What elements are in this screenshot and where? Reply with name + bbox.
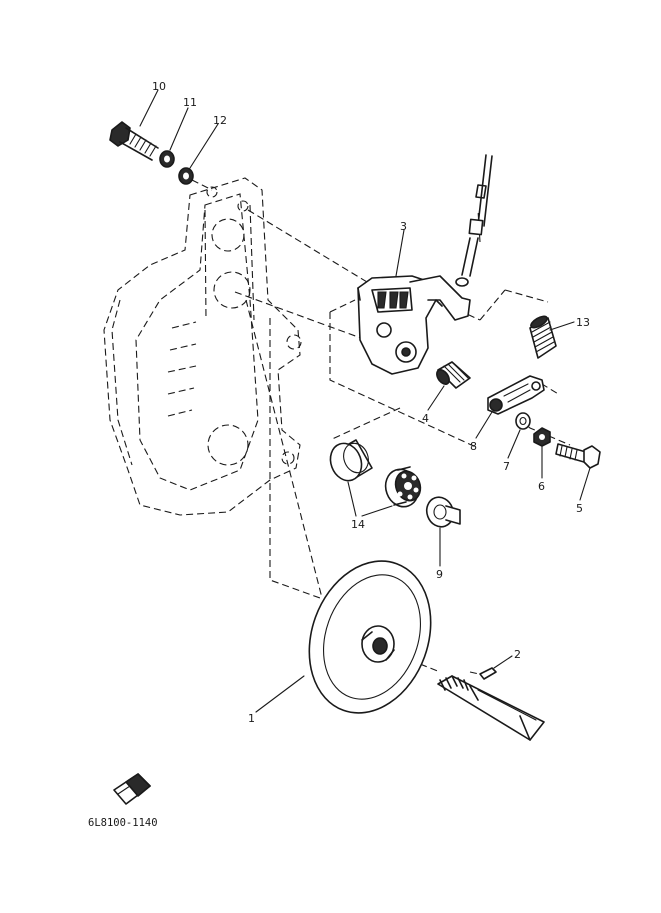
return-spring-13: [529, 315, 557, 359]
bolt-10: [109, 121, 159, 161]
bushing-4: [436, 361, 471, 389]
seal-bearing-14: [329, 439, 422, 508]
callout-13: 13: [576, 316, 590, 329]
washer-12: [178, 167, 194, 185]
throttle-bracket-3: [357, 275, 471, 375]
callout-11: 11: [183, 96, 197, 109]
throttle-cable: [455, 154, 493, 287]
callout-4: 4: [422, 412, 429, 425]
lever-arm-8: [487, 375, 545, 415]
callout-leaders: [139, 89, 591, 713]
callout-5: 5: [576, 502, 583, 515]
engine-housing-outline: [103, 177, 302, 516]
callout-6: 6: [538, 480, 545, 493]
reference-code: 6L8100-1140: [88, 817, 158, 829]
callout-8: 8: [470, 440, 477, 453]
callout-labels: 10 11 12 3 13 4 8 7 6 5 14 9 2 1: [152, 80, 590, 725]
key-2: [479, 667, 497, 680]
callout-14: 14: [351, 518, 365, 531]
callout-7: 7: [503, 460, 510, 473]
lock-washer-11: [159, 150, 175, 168]
callout-3: 3: [400, 220, 407, 233]
callout-10: 10: [152, 80, 166, 93]
washer-7: [515, 412, 531, 430]
callout-1: 1: [248, 712, 255, 725]
callout-9: 9: [436, 568, 443, 581]
callout-2: 2: [514, 648, 521, 661]
callout-12: 12: [213, 114, 227, 127]
shaft-end: [437, 675, 545, 741]
bolt-5: [555, 443, 601, 469]
catalog-logo-icon: [113, 773, 151, 805]
plug-9: [425, 496, 461, 528]
nut-6: [533, 427, 551, 447]
pulley-sheave-1: [308, 560, 432, 714]
